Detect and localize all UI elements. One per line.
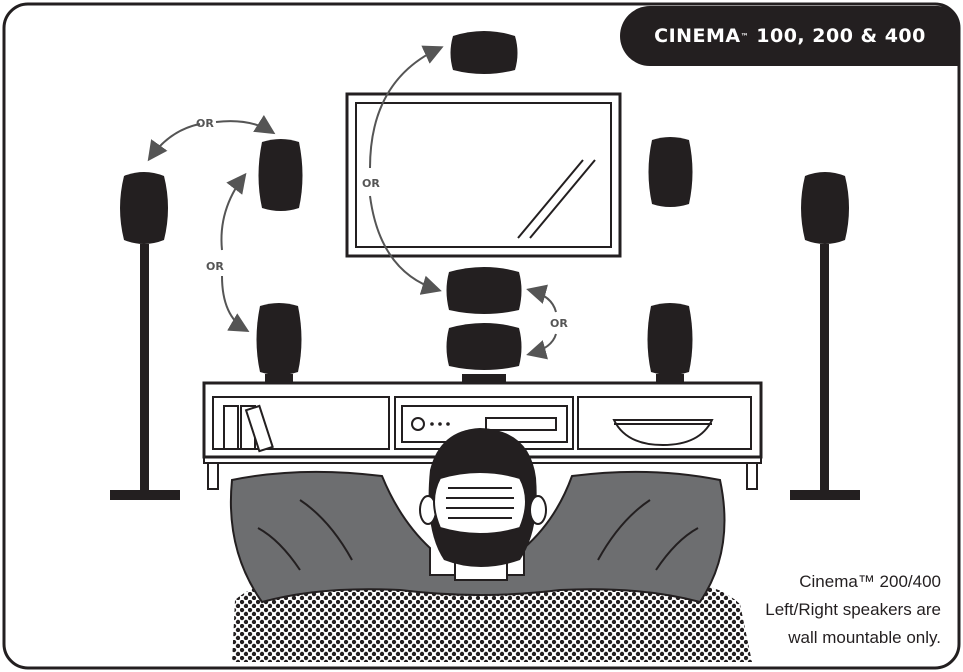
badge-models: 100, 200 & 400 [749,25,926,47]
or-label-left: OR [206,260,224,273]
left-shelf-speaker-base [265,374,293,382]
center-speaker-top-icon [451,31,518,74]
right-shelf-speaker-base [656,374,684,382]
right-shelf-speaker-icon [648,303,693,375]
left-wall-speaker-icon [259,139,303,211]
right-wall-speaker-icon [649,137,693,207]
badge-brand: CINEMA [654,25,741,47]
wall-mount-caption: Cinema™ 200/400 Left/Right speakers are … [681,568,941,652]
book [224,406,238,449]
or-label-top-left: OR [196,117,214,130]
center-speaker-upper-icon [447,267,522,314]
caption-line-3: wall mountable only. [681,624,941,652]
badge-trademark: ™ [741,32,750,41]
left-shelf-speaker-icon [257,303,302,375]
center-speaker-stand [462,374,506,382]
caption-line-1: Cinema™ 200/400 [681,568,941,596]
television-icon [347,94,620,256]
left-floorstand-speaker-icon [110,172,180,500]
center-speaker-lower-icon [447,323,522,370]
or-label-right: OR [550,317,568,330]
caption-line-2: Left/Right speakers are [681,596,941,624]
right-floorstand-speaker-icon [790,172,860,500]
or-label-center: OR [362,177,380,190]
